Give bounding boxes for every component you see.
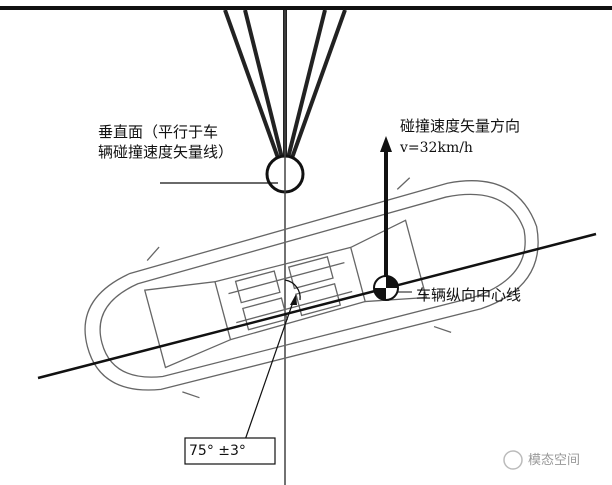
arrowhead-icon: [380, 136, 392, 152]
impact-direction-label: 碰撞速度矢量方向: [400, 117, 521, 135]
vehicle-centerline: [37, 232, 597, 380]
angle-box: [184, 437, 276, 465]
angle-leader: [244, 301, 294, 441]
vertical-plane-label-1: 垂直面（平行于车: [98, 123, 219, 141]
speed-label: v=32km/h: [400, 140, 473, 156]
angle-label: 75° ±3°: [189, 443, 246, 459]
car-outline: [84, 177, 539, 399]
impact-target-icon: [373, 275, 399, 301]
centerline-label: 车辆纵向中心线: [416, 286, 522, 304]
angle-arrowhead: [290, 294, 297, 305]
watermark-logo-icon: [503, 450, 523, 470]
watermark: 模态空间: [528, 453, 581, 468]
angle-arc: [284, 279, 301, 301]
vertical-plane-label-2: 辆碰撞速度矢量线）: [98, 143, 234, 161]
